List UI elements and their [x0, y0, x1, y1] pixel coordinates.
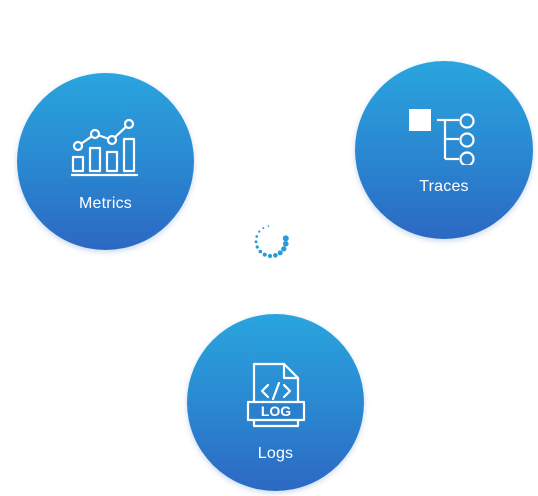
traces-card[interactable]: Traces [355, 61, 533, 239]
spinner-dot [281, 246, 287, 252]
spinner-dot [262, 252, 267, 257]
spinner-dot [267, 253, 273, 259]
loading-spinner-icon [254, 225, 289, 259]
log-file-icon: LOG [246, 362, 305, 428]
metrics-card[interactable]: Metrics [17, 73, 194, 250]
bar-chart-trend-icon [70, 118, 138, 177]
metrics-label: Metrics [79, 195, 132, 212]
trace-tree-icon [409, 109, 475, 165]
spinner-dot [258, 230, 261, 233]
spinner-dot [254, 240, 258, 244]
spinner-dot [282, 235, 289, 242]
logs-card[interactable]: LOG Logs [187, 314, 364, 491]
spinner-dot [258, 249, 263, 254]
spinner-dot [282, 240, 289, 247]
spinner-dot [255, 245, 259, 249]
spinner-dot [273, 253, 278, 258]
traces-label: Traces [419, 178, 469, 195]
spinner-dot [267, 225, 270, 228]
spinner-dot [277, 250, 283, 256]
log-badge-text: LOG [260, 403, 290, 419]
logs-label: Logs [257, 445, 294, 462]
spinner-dot [262, 227, 265, 230]
spinner-dot [255, 235, 259, 238]
